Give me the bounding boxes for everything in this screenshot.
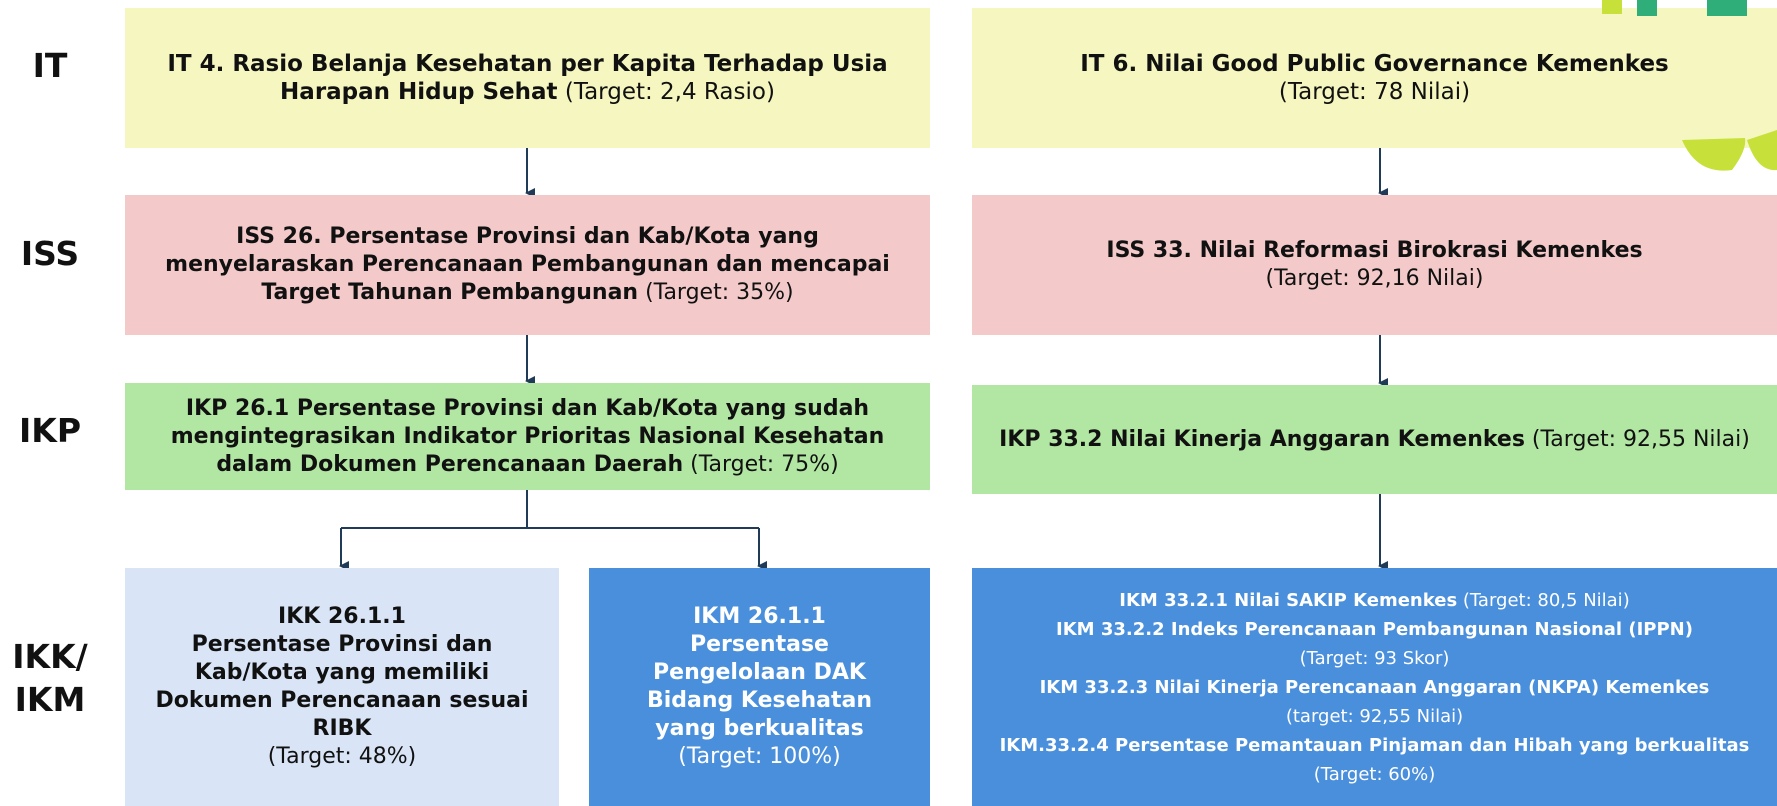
level-label-it: IT xyxy=(32,46,68,85)
box-ikp-33-2: IKP 33.2 Nilai Kinerja Anggaran Kemenkes… xyxy=(972,385,1777,494)
ikp-33-2-target: (Target: 92,55 Nilai) xyxy=(1524,426,1750,452)
ikk-26-1-1-title: Persentase Provinsi dan Kab/Kota yang me… xyxy=(155,632,529,741)
iss-26-code: ISS 26. Persentase Provinsi dan Kab/Kota… xyxy=(165,224,890,305)
ikk-26-1-1-code: IKK 26.1.1 xyxy=(278,604,406,629)
box-iss-26: ISS 26. Persentase Provinsi dan Kab/Kota… xyxy=(125,195,930,335)
box-ikm-26-1-1: IKM 26.1.1 Persentase Pengelolaan DAK Bi… xyxy=(589,568,930,806)
ikm-26-1-1-target: (Target: 100%) xyxy=(678,744,841,769)
ikk-26-1-1-target: (Target: 48%) xyxy=(267,744,417,769)
ikm-33-2-1-code: IKM 33.2.1 Nilai SAKIP Kemenkes xyxy=(1119,589,1458,611)
box-ikk-26-1-1: IKK 26.1.1 Persentase Provinsi dan Kab/K… xyxy=(125,568,559,806)
box-it-4: IT 4. Rasio Belanja Kesehatan per Kapita… xyxy=(125,8,930,148)
logo-fragment-graphic xyxy=(1602,0,1777,171)
it-6-code: IT 6. Nilai Good Public Governance Kemen… xyxy=(1080,51,1669,77)
ikm-26-1-1-title: Persentase Pengelolaan DAK Bidang Keseha… xyxy=(646,632,873,741)
ikp-26-1-target: (Target: 75%) xyxy=(683,451,839,477)
ikp-33-2-code: IKP 33.2 Nilai Kinerja Anggaran Kemenkes xyxy=(999,426,1525,452)
level-label-iss: ISS xyxy=(20,234,80,273)
ikm-33-2-3-target: (target: 92,55 Nilai) xyxy=(1285,705,1464,727)
ikm-33-2-4-target: (Target: 60%) xyxy=(1313,763,1436,785)
ikm-26-1-1-code: IKM 26.1.1 xyxy=(693,604,826,629)
ikm-33-2-2-code: IKM 33.2.2 Indeks Perencanaan Pembanguna… xyxy=(1056,618,1693,640)
iss-26-target: (Target: 35%) xyxy=(638,280,794,305)
level-label-ikp: IKP xyxy=(18,411,82,450)
box-ikp-26-1: IKP 26.1 Persentase Provinsi dan Kab/Kot… xyxy=(125,383,930,490)
ikm-33-2-1-target: (Target: 80,5 Nilai) xyxy=(1457,589,1630,611)
it-4-target: (Target: 2,4 Rasio) xyxy=(557,79,775,105)
it-6-target: (Target: 78 Nilai) xyxy=(1278,79,1471,105)
box-ikm-33-2: IKM 33.2.1 Nilai SAKIP Kemenkes (Target:… xyxy=(972,568,1777,806)
iss-33-code: ISS 33. Nilai Reformasi Birokrasi Kemenk… xyxy=(1106,238,1643,263)
iss-33-target: (Target: 92,16 Nilai) xyxy=(1265,266,1484,291)
box-it-6: IT 6. Nilai Good Public Governance Kemen… xyxy=(972,8,1777,148)
ikm-33-2-2-target: (Target: 93 Skor) xyxy=(1299,647,1450,669)
ikm-33-2-3-code: IKM 33.2.3 Nilai Kinerja Perencanaan Ang… xyxy=(1039,676,1710,698)
it-4-code: IT 4. Rasio Belanja Kesehatan per Kapita… xyxy=(167,51,888,105)
box-iss-33: ISS 33. Nilai Reformasi Birokrasi Kemenk… xyxy=(972,195,1777,335)
level-label-ikk-ikm: IKK/IKM xyxy=(12,637,88,719)
ikm-33-2-4-code: IKM.33.2.4 Persentase Pemantauan Pinjama… xyxy=(999,734,1750,756)
ikp-26-1-code: IKP 26.1 Persentase Provinsi dan Kab/Kot… xyxy=(170,395,885,477)
